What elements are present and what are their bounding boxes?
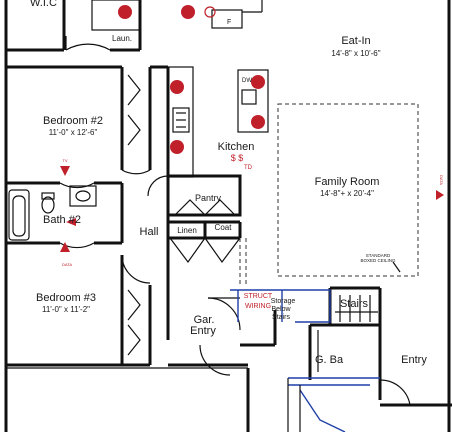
dishwasher-label: DW bbox=[242, 78, 252, 84]
tv-label: TV bbox=[62, 158, 67, 163]
storage-note-2: Below bbox=[271, 306, 291, 313]
room-label-garage-entry-1: Gar. bbox=[194, 314, 215, 326]
room-label-hall: Hall bbox=[140, 226, 159, 238]
kitchen-fixtures bbox=[118, 5, 269, 178]
wiring-label: WIRING bbox=[245, 303, 271, 310]
td-label: TD bbox=[244, 165, 253, 171]
outlet-marker bbox=[204, 6, 216, 18]
storage-note-3: Stairs bbox=[272, 314, 290, 321]
data-label: DATA bbox=[439, 175, 444, 185]
outlet-marker bbox=[118, 5, 132, 19]
room-label-bedroom-2: Bedroom #2 bbox=[43, 115, 103, 127]
room-label-coat: Coat bbox=[215, 223, 233, 232]
switch-label: $ $ bbox=[231, 153, 244, 163]
storage-note-1: Storage bbox=[271, 298, 296, 305]
data-marker bbox=[436, 190, 444, 200]
closet-doors bbox=[65, 36, 141, 356]
room-label-bedroom-3: Bedroom #3 bbox=[36, 292, 96, 304]
room-label-family-room: Family Room bbox=[315, 176, 380, 188]
walls bbox=[4, 0, 452, 432]
room-dim-bedroom-3: 11'-0" x 11'-2" bbox=[42, 305, 90, 314]
fridge-label: F bbox=[227, 19, 231, 26]
boxed-ceiling-note-1: STANDARD bbox=[366, 253, 391, 258]
room-label-guest-bath: G. Ba bbox=[315, 354, 344, 366]
room-dim-eat-in: 14'-8" x 10'-6" bbox=[331, 49, 380, 58]
boxed-ceiling-outline bbox=[277, 103, 419, 277]
outlet-marker bbox=[170, 140, 184, 154]
door-swings bbox=[59, 169, 411, 406]
outlet-marker bbox=[170, 80, 184, 94]
room-label-pantry: Pantry bbox=[195, 193, 222, 203]
fridge-box bbox=[211, 9, 243, 29]
room-label-eat-in: Eat-In bbox=[341, 35, 370, 47]
data-label: DATA bbox=[62, 262, 72, 267]
room-label-laundry: Laun. bbox=[112, 34, 132, 43]
room-label-wic: W.I.C bbox=[30, 0, 57, 9]
room-label-entry: Entry bbox=[401, 354, 427, 366]
outlet-marker bbox=[251, 75, 265, 89]
room-label-bath-2: Bath #2 bbox=[43, 214, 81, 226]
room-label-garage-entry-2: Entry bbox=[190, 325, 216, 337]
bath-fixtures bbox=[8, 185, 97, 241]
data-marker bbox=[60, 242, 70, 252]
room-dim-family-room: 14'-8"+ x 20'-4" bbox=[320, 189, 374, 198]
tv-marker bbox=[60, 166, 70, 176]
markers bbox=[60, 166, 444, 252]
dashed-guides bbox=[239, 238, 247, 285]
stairs-and-wiring bbox=[230, 289, 380, 432]
boxed-ceiling-note-2: BOXED CEILING bbox=[360, 258, 396, 263]
room-label-linen: Linen bbox=[177, 226, 197, 235]
struct-label: STRUCT bbox=[244, 293, 273, 300]
outlet-marker bbox=[251, 115, 265, 129]
outlet-marker bbox=[181, 5, 195, 19]
room-label-stairs: Stairs bbox=[340, 298, 369, 310]
room-dim-bedroom-2: 11'-0" x 12'-6" bbox=[49, 128, 98, 137]
room-label-kitchen: Kitchen bbox=[218, 141, 255, 153]
data-marker bbox=[66, 218, 76, 226]
